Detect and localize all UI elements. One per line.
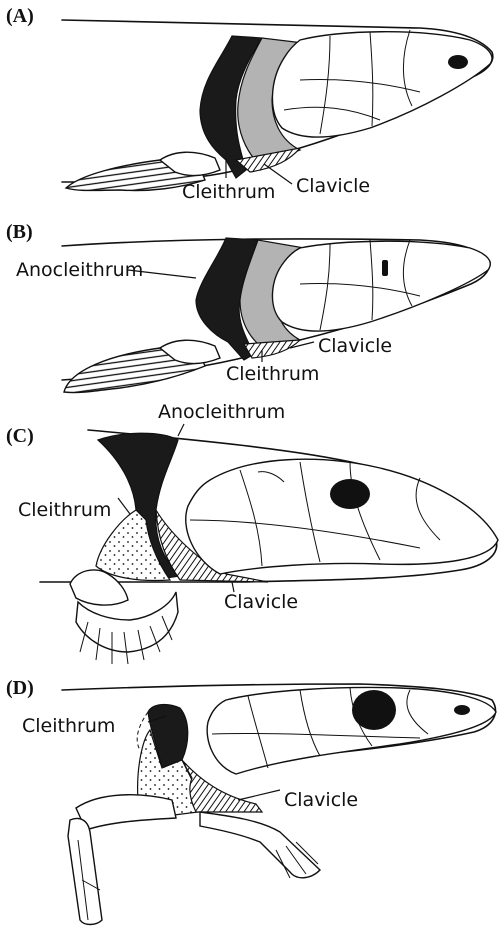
panel-a-eye: [448, 55, 468, 69]
panel-b-skull: [272, 241, 490, 331]
panel-d-upper-arm: [76, 795, 176, 830]
panel-c: Anocleithrum (C) Cleithrum Clavicle: [6, 401, 498, 664]
panel-b-label: (B): [6, 221, 33, 243]
panel-a-clavicle-label: Clavicle: [296, 175, 370, 197]
panel-c-anocleithrum-leader: [178, 424, 184, 436]
panel-c-anocleithrum-label: Anocleithrum: [158, 401, 285, 423]
panel-d-cleithrum-label: Cleithrum: [22, 715, 115, 737]
panel-b-anocleithrum-label: Anocleithrum: [16, 259, 143, 281]
panel-b-eye: [382, 260, 388, 276]
panel-a: (A) Cleithrum Clavicle: [6, 5, 493, 203]
panel-d: (D) Cleithrum Clavicle: [6, 677, 496, 925]
panel-c-skull: [186, 459, 498, 574]
panel-b: (B) Anocleithrum Cleithrum Clavicle: [6, 221, 490, 393]
panel-d-clavicle-label: Clavicle: [284, 789, 358, 811]
panel-d-eye: [352, 690, 396, 730]
panel-d-clavicle-leader: [238, 790, 280, 800]
panel-c-eye: [330, 479, 370, 509]
panel-b-clavicle: [244, 340, 300, 358]
panel-c-clavicle-label: Clavicle: [224, 591, 298, 613]
panel-d-label: (D): [6, 677, 34, 699]
panel-b-clavicle-label: Clavicle: [318, 335, 392, 357]
panel-b-cleithrum-label: Cleithrum: [226, 363, 319, 385]
panel-d-forearm: [68, 819, 102, 925]
panel-c-cleithrum-leader: [118, 498, 130, 514]
panel-a-cleithrum-label: Cleithrum: [182, 181, 275, 203]
panel-a-label: (A): [6, 5, 34, 27]
panel-c-label: (C): [6, 425, 34, 447]
panel-d-nostril: [454, 705, 470, 715]
panel-c-cleithrum-label: Cleithrum: [18, 499, 111, 521]
